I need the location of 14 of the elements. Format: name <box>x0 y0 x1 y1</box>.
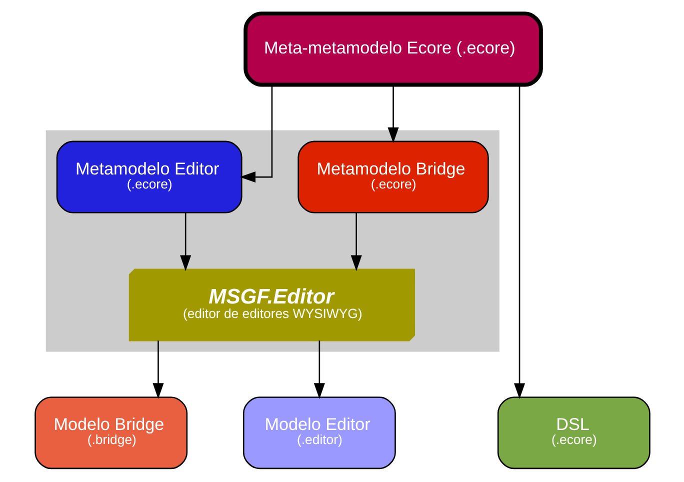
arrow <box>350 212 362 272</box>
arrow <box>239 84 272 183</box>
node-box: Meta-metamodelo Ecore (.ecore) <box>243 12 542 87</box>
node-box: DSL (.ecore) <box>496 396 650 470</box>
cluster <box>45 130 499 352</box>
arrow <box>387 84 398 144</box>
arrow <box>313 340 324 399</box>
node-box: Modelo Editor (.editor) <box>242 396 396 470</box>
node-box: Metamodelo Bridge (.ecore) <box>297 140 488 214</box>
arrow <box>513 84 525 400</box>
arrow <box>180 212 191 272</box>
arrow <box>152 340 164 399</box>
node-box: Metamodelo Editor (.ecore) <box>56 140 242 214</box>
node-box: Modelo Bridge (.bridge) <box>34 396 188 470</box>
